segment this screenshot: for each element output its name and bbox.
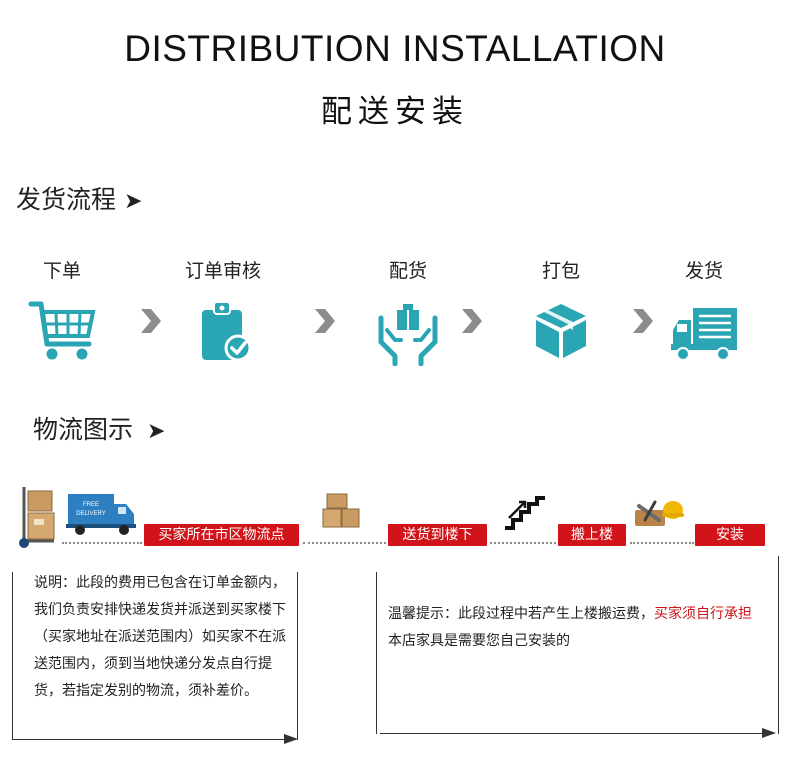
note-bracket-bottom [380, 733, 768, 734]
tools-icon [635, 500, 684, 526]
hands-box-icon [378, 304, 438, 366]
section-shipping-flow-header: 发货流程 ➤ [16, 180, 142, 216]
delivery-truck-icon [671, 308, 737, 361]
note-right-prefix: 温馨提示：此段过程中若产生上楼搬运费， [388, 606, 654, 622]
clipboard-check-icon [202, 301, 252, 362]
badge-installation: 安装 [695, 524, 765, 546]
chevron-right-icon [141, 309, 161, 333]
note-right-line2: 本店家具是需要您自己安装的 [388, 633, 570, 649]
chevron-right-icon [315, 309, 335, 333]
truck-sign-line2: DELIVERY [76, 511, 106, 517]
section-title-shipping-flow: 发货流程 [16, 185, 117, 214]
section-title-logistics: 物流图示 [33, 415, 134, 444]
step-picking: 配货 [348, 256, 468, 366]
package-icon [536, 304, 586, 358]
arrow-right-icon [762, 728, 776, 738]
step-place-order: 下单 [2, 256, 122, 366]
note-bracket-right [297, 572, 298, 740]
step-label: 发货 [684, 260, 723, 282]
chevron-right-icon [633, 309, 653, 333]
hand-truck-icon [19, 487, 55, 548]
step-label: 订单审核 [184, 260, 261, 282]
boxes-icon [322, 493, 360, 528]
note-right-highlight: 买家须自行承担 [654, 606, 752, 622]
section-arrow-icon: ➤ [124, 189, 143, 214]
stairs-icon [505, 496, 545, 530]
chevron-right-icon [462, 309, 482, 333]
badge-city-logistics-point: 买家所在市区物流点 [144, 524, 299, 546]
connector-dotted-line [62, 542, 142, 544]
step-label: 打包 [541, 260, 580, 282]
page-title-cn: 配送安装 [321, 94, 469, 130]
note-right-text: 温馨提示：此段过程中若产生上楼搬运费，买家须自行承担 本店家具是需要您自己安装的 [388, 601, 778, 655]
free-delivery-truck-icon: FREE DELIVERY [66, 494, 136, 535]
note-bracket-bottom [12, 739, 288, 740]
connector-dotted-line [303, 542, 386, 544]
step-packing: 打包 [501, 256, 621, 366]
note-left-text: 说明：此段的费用已包含在订单金额内，我们负责安排快递发货并派送到买家楼下（买家地… [34, 575, 286, 699]
note-bracket-left [12, 572, 13, 740]
shopping-cart-icon [28, 301, 96, 360]
step-label: 下单 [42, 260, 81, 282]
step-order-review: 订单审核 [163, 256, 283, 366]
connector-dotted-line [630, 542, 694, 544]
truck-sign-line1: FREE [83, 502, 99, 508]
connector-dotted-line [490, 542, 556, 544]
note-bracket-left [376, 572, 377, 734]
badge-deliver-downstairs: 送货到楼下 [388, 524, 487, 546]
section-arrow-icon: ➤ [147, 419, 166, 444]
note-bracket-right [778, 556, 779, 734]
badge-carry-upstairs: 搬上楼 [558, 524, 626, 546]
page-title-en: DISTRIBUTION INSTALLATION [124, 28, 666, 69]
section-logistics-header: 物流图示 ➤ [33, 410, 165, 446]
step-label: 配货 [388, 260, 427, 282]
arrow-right-icon [284, 734, 298, 744]
step-shipping: 发货 [644, 256, 764, 366]
